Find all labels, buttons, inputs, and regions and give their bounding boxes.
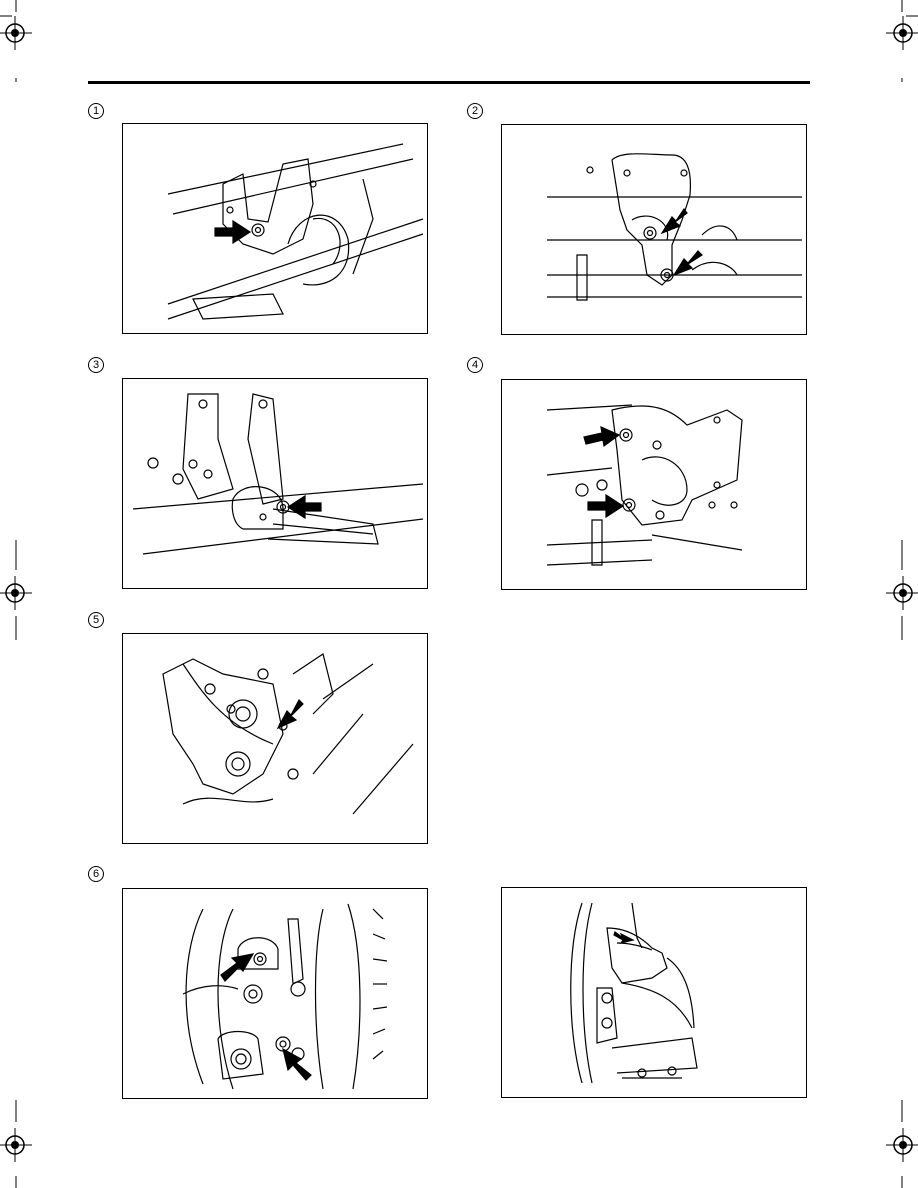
callout-arrow-icon [614, 932, 633, 943]
figure-1-leaf-spring-front-bracket [122, 123, 428, 334]
figure-6-knuckle-bolts [122, 888, 428, 1099]
step-marker-6: 6 [88, 866, 104, 882]
callout-arrow-icon [588, 495, 623, 517]
callout-arrow-icon [283, 1049, 311, 1080]
step-marker-2: 2 [467, 103, 483, 119]
callout-arrow-icon [674, 251, 702, 275]
callout-arrow-icon [215, 221, 250, 243]
figure-4-spring-hanger-bolts [501, 379, 807, 590]
step-marker-5: 5 [88, 612, 104, 628]
step-marker-1: 1 [88, 103, 104, 119]
figure-7-brake-hose-bracket [501, 887, 807, 1098]
callout-arrow-icon [288, 496, 321, 518]
callout-arrow-icon [221, 954, 253, 981]
callout-arrow-icon [278, 700, 303, 728]
figure-5-suspension-arm [122, 633, 428, 844]
step-marker-3: 3 [88, 357, 104, 373]
step-marker-4: 4 [467, 357, 483, 373]
callout-arrow-icon [662, 209, 687, 233]
figure-2-shackle-bracket [501, 124, 807, 335]
figure-3-rear-hanger [122, 378, 428, 589]
header-rule [88, 81, 810, 84]
callout-arrow-icon [584, 427, 619, 446]
